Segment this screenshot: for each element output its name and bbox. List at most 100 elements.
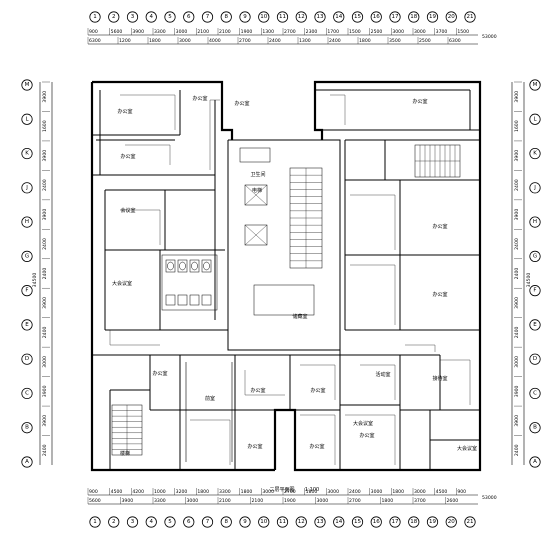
dimension-label: 900 bbox=[89, 489, 98, 495]
dimension-label: 2100 bbox=[252, 498, 264, 504]
axis-bubble: 2 bbox=[108, 11, 120, 23]
axis-bubble: 13 bbox=[314, 516, 326, 528]
dimension-label: 900 bbox=[457, 489, 466, 495]
dimension-label: 4500 bbox=[436, 489, 448, 495]
svg-text:8: 8 bbox=[225, 519, 229, 525]
dimension-label: 2400 bbox=[514, 238, 520, 250]
svg-text:1: 1 bbox=[93, 519, 97, 525]
svg-text:16: 16 bbox=[373, 14, 380, 20]
svg-text:L: L bbox=[533, 116, 537, 122]
svg-text:J: J bbox=[533, 185, 536, 191]
dimension-label: 1000 bbox=[154, 489, 166, 495]
axis-bubble: 4 bbox=[145, 516, 157, 528]
svg-text:4: 4 bbox=[150, 14, 154, 20]
dimension-label: 1800 bbox=[306, 489, 318, 495]
dimension-label: 2400 bbox=[42, 268, 48, 280]
dimension-label: 2400 bbox=[514, 327, 520, 339]
svg-text:4: 4 bbox=[150, 519, 154, 525]
svg-text:14: 14 bbox=[335, 519, 342, 525]
dimension-label: 2600 bbox=[447, 498, 459, 504]
svg-text:M: M bbox=[533, 82, 538, 88]
svg-text:12: 12 bbox=[298, 14, 305, 20]
svg-text:14: 14 bbox=[335, 14, 342, 20]
dimension-label: 1800 bbox=[382, 498, 394, 504]
axis-bubble: 15 bbox=[351, 516, 364, 528]
axis-bubble: 16 bbox=[370, 11, 382, 23]
axis-bubble: 2 bbox=[108, 516, 120, 528]
dimension-total: 34500 bbox=[32, 273, 38, 288]
dimension-label: 3900 bbox=[42, 415, 48, 427]
dimension-label: 1300 bbox=[262, 29, 274, 35]
dimension-label: 3000 bbox=[317, 498, 329, 504]
dimension-label: 3900 bbox=[514, 415, 520, 427]
axis-bubble: A bbox=[529, 456, 541, 468]
dimension-label: 2700 bbox=[239, 38, 251, 44]
svg-text:H: H bbox=[25, 219, 29, 225]
room-label: 办公室 bbox=[310, 387, 325, 394]
dimension-label: 1800 bbox=[197, 489, 209, 495]
svg-text:19: 19 bbox=[429, 519, 436, 525]
dimension-label: 3900 bbox=[42, 385, 48, 397]
dimension-label: 3900 bbox=[514, 150, 520, 162]
dimension-label: 3500 bbox=[389, 38, 401, 44]
svg-text:G: G bbox=[25, 253, 29, 259]
svg-text:11: 11 bbox=[279, 14, 286, 20]
room-label: 会议室 bbox=[120, 207, 135, 214]
dimension-label: 2100 bbox=[219, 498, 231, 504]
svg-text:18: 18 bbox=[410, 519, 417, 525]
svg-text:8: 8 bbox=[225, 14, 229, 20]
room-label: 办公室 bbox=[309, 443, 324, 450]
dimension-label: 3900 bbox=[122, 498, 134, 504]
axis-bubble: 11 bbox=[276, 516, 289, 528]
interior-partitions bbox=[92, 89, 480, 470]
svg-text:7: 7 bbox=[206, 519, 210, 525]
axis-bubble: 9 bbox=[239, 11, 251, 23]
axis-bubble: K bbox=[529, 147, 541, 160]
axis-bubble: H bbox=[21, 216, 33, 228]
dimension-label: 2400 bbox=[329, 38, 341, 44]
room-label: 大会议室 bbox=[457, 445, 477, 452]
room-label: 前室 bbox=[205, 395, 215, 402]
axis-bubble: B bbox=[21, 422, 33, 434]
room-label: 楼梯 bbox=[120, 450, 130, 457]
axis-bubble: L bbox=[529, 113, 541, 125]
axis-bubble: J bbox=[21, 182, 33, 194]
svg-text:D: D bbox=[25, 356, 29, 362]
room-label: 办公室 bbox=[152, 370, 167, 377]
svg-text:H: H bbox=[533, 219, 537, 225]
room-label: 大会议室 bbox=[353, 420, 373, 427]
svg-text:2: 2 bbox=[112, 14, 116, 20]
right-dimension-text: 3900160039002400390024002400390024003000… bbox=[514, 81, 532, 456]
axis-bubble: 20 bbox=[445, 11, 457, 23]
svg-text:K: K bbox=[533, 151, 537, 157]
room-label: 办公室 bbox=[117, 108, 132, 115]
dimension-label: 6300 bbox=[449, 38, 461, 44]
dimension-label: 3900 bbox=[132, 29, 144, 35]
axis-bubble: 1 bbox=[89, 516, 101, 528]
svg-text:2: 2 bbox=[112, 519, 116, 525]
axis-bubble: 18 bbox=[408, 516, 420, 528]
svg-text:L: L bbox=[25, 116, 29, 122]
drawing-title: 二层平面图 1:100 bbox=[269, 487, 319, 493]
svg-text:F: F bbox=[533, 288, 536, 294]
dimension-label: 3000 bbox=[179, 38, 191, 44]
dimension-label: 3700 bbox=[436, 29, 448, 35]
axis-bubble: 5 bbox=[164, 11, 176, 23]
axis-bubble: F bbox=[529, 285, 541, 297]
axis-bubble: 10 bbox=[258, 516, 270, 528]
room-label: 办公室 bbox=[120, 153, 135, 160]
axis-bubble: 1 bbox=[89, 11, 101, 23]
dimension-label: 1800 bbox=[149, 38, 161, 44]
axis-bubble: 12 bbox=[295, 11, 307, 23]
drawing-scale-text: 1:100 bbox=[305, 487, 319, 493]
svg-text:E: E bbox=[533, 322, 537, 328]
svg-text:3: 3 bbox=[131, 519, 135, 525]
axis-bubble: 21 bbox=[464, 516, 476, 528]
dimension-label: 1500 bbox=[457, 29, 469, 35]
dimension-label: 3900 bbox=[42, 150, 48, 162]
axis-bubble: M bbox=[529, 79, 541, 91]
dimension-label: 1700 bbox=[327, 29, 339, 35]
dimension-label: 2700 bbox=[349, 498, 361, 504]
